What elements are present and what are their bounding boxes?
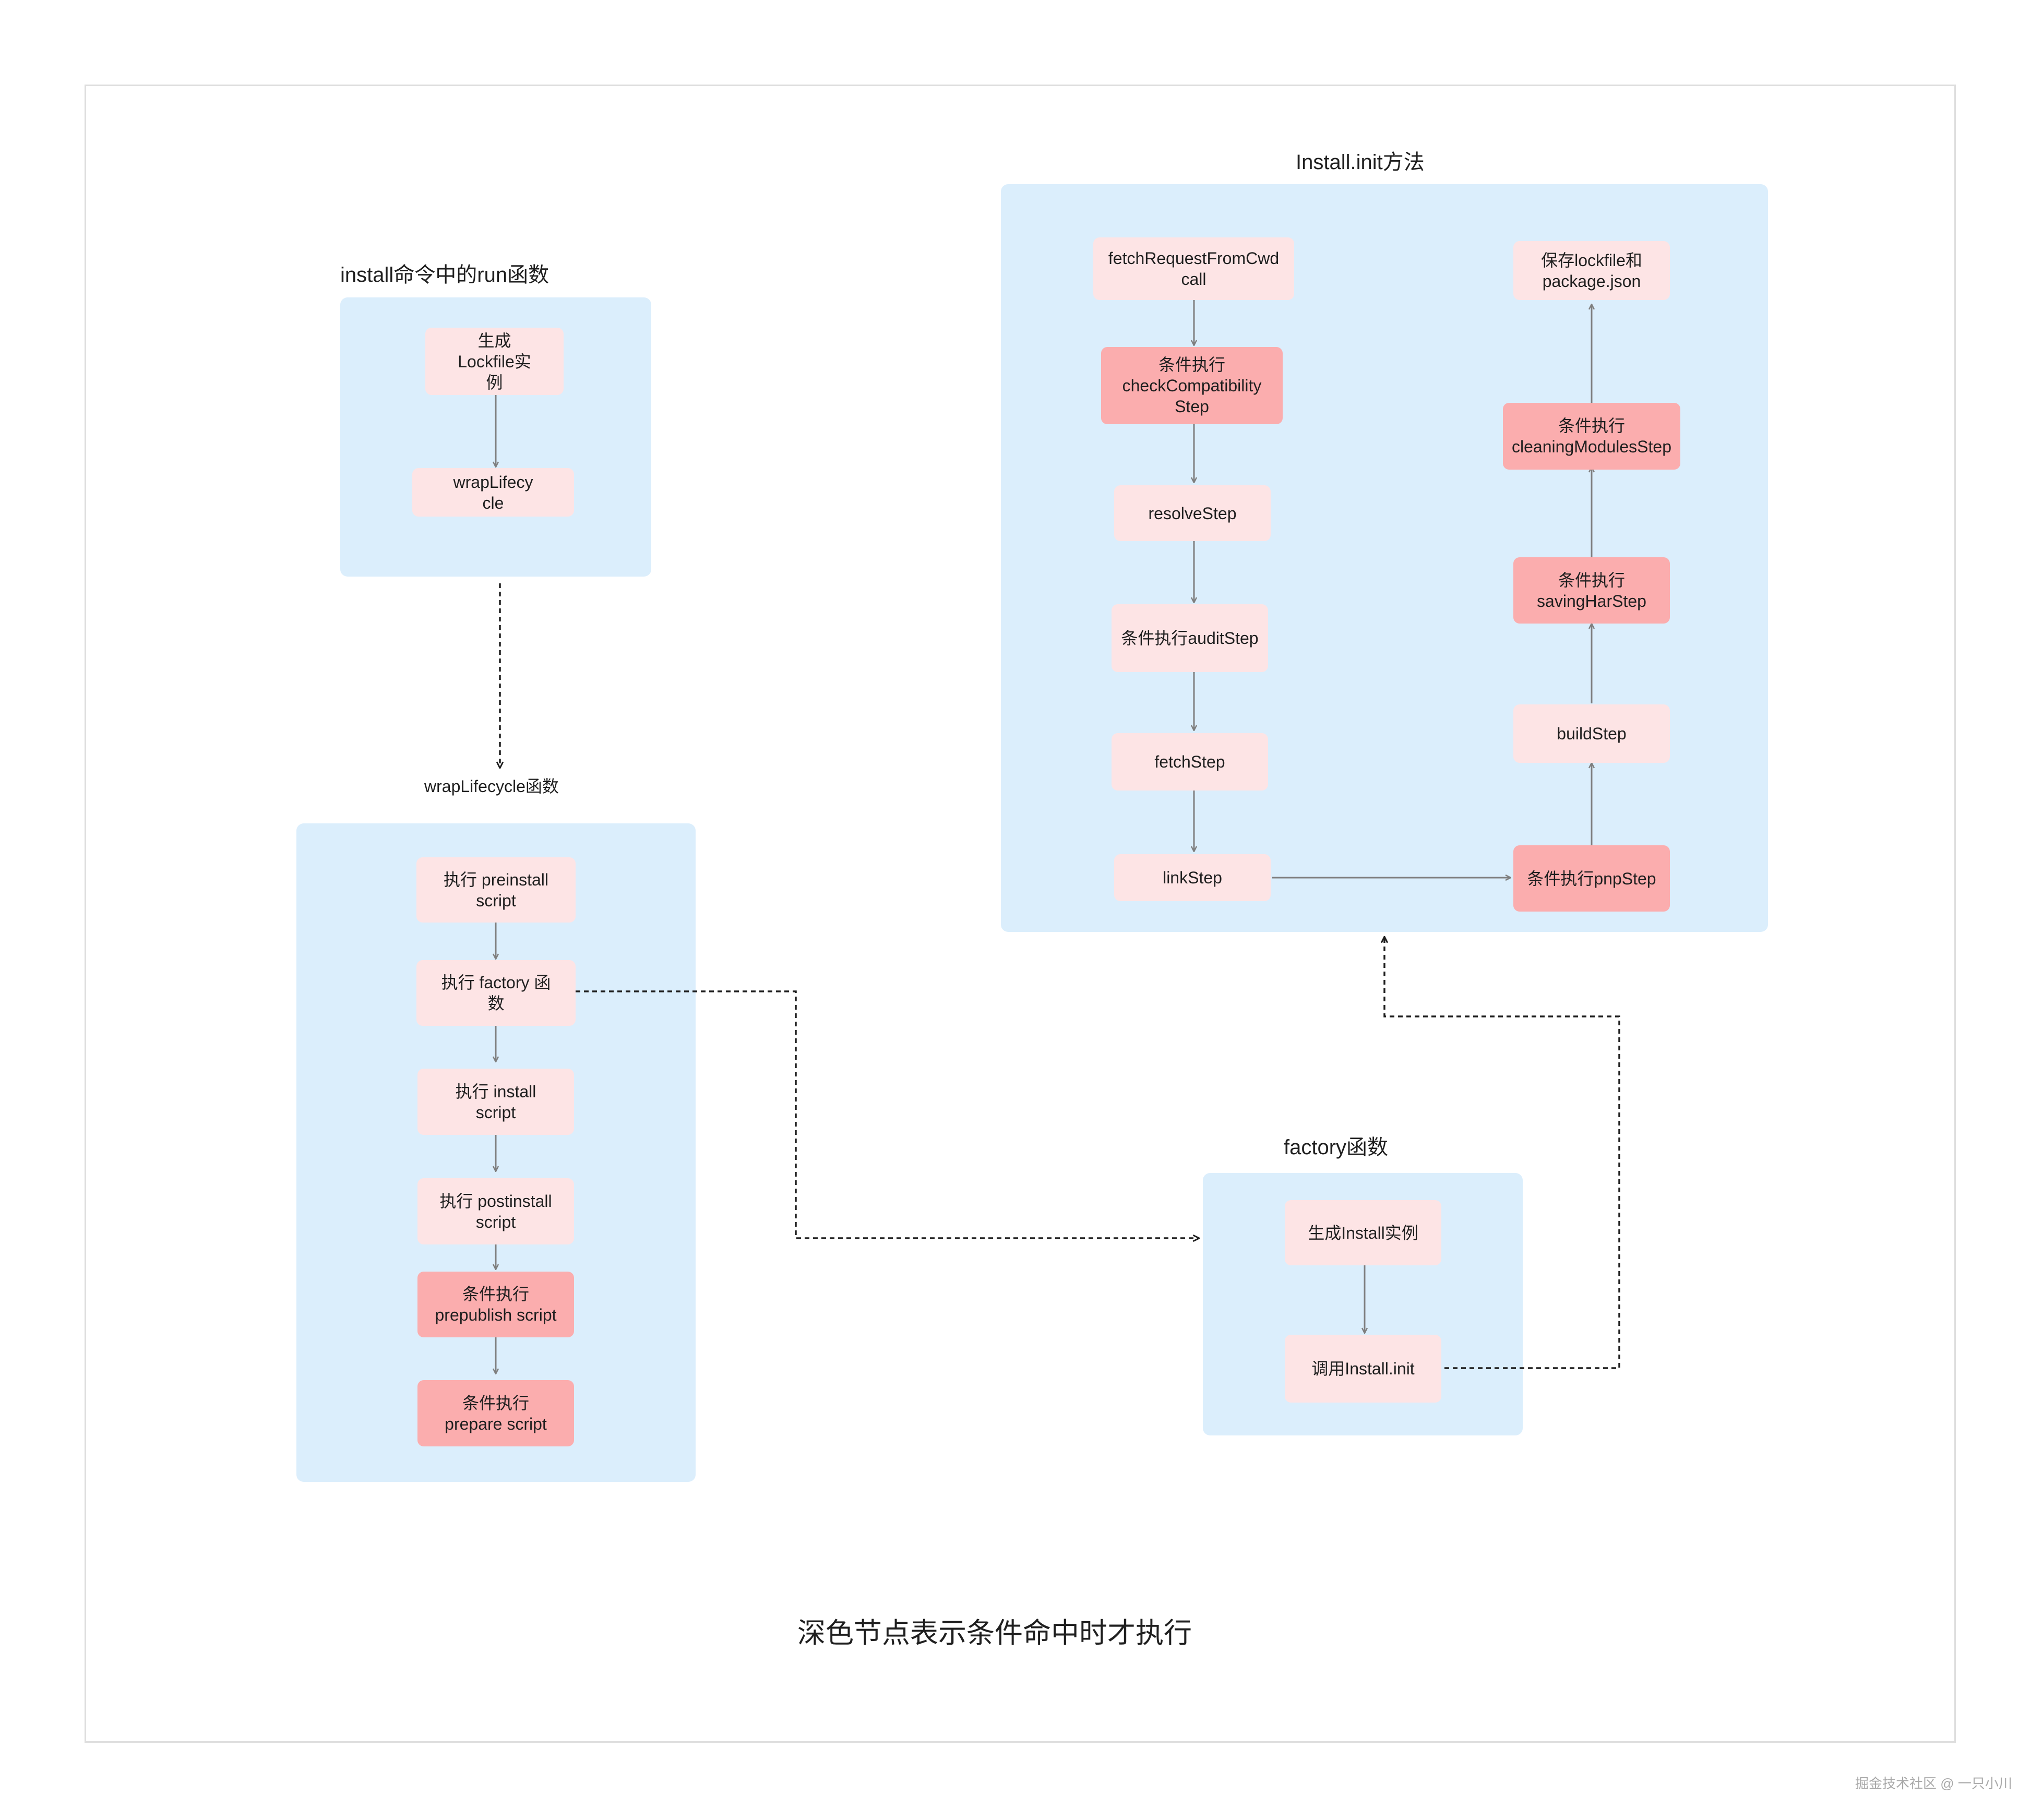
group-title-run: install命令中的run函数 <box>340 264 549 286</box>
node-pnp-step[interactable]: 条件执行pnpStep <box>1513 845 1670 912</box>
node-preinstall-script[interactable]: 执行 preinstall script <box>416 857 576 923</box>
node-postinstall-script[interactable]: 执行 postinstall script <box>417 1178 574 1244</box>
node-prepublish-script[interactable]: 条件执行 prepublish script <box>417 1272 574 1337</box>
node-factory-function[interactable]: 执行 factory 函 数 <box>416 960 576 1026</box>
node-fetch-step[interactable]: fetchStep <box>1112 733 1268 791</box>
node-fetch-request-from-cwd[interactable]: fetchRequestFromCwd call <box>1093 237 1294 300</box>
node-build-step[interactable]: buildStep <box>1513 704 1670 763</box>
node-install-script[interactable]: 执行 install script <box>417 1069 574 1135</box>
node-prepare-script[interactable]: 条件执行 prepare script <box>417 1380 574 1446</box>
edge-factory-call-to-factory-fn <box>576 990 1199 1238</box>
node-resolve-step[interactable]: resolveStep <box>1114 485 1271 541</box>
diagram-frame <box>85 85 1956 1743</box>
node-saving-har-step[interactable]: 条件执行 savingHarStep <box>1513 557 1670 624</box>
legend-note: 深色节点表示条件命中时才执行 <box>797 1618 1192 1649</box>
group-title-factory: factory函数 <box>1284 1136 1389 1159</box>
node-cleaning-modules-step[interactable]: 条件执行 cleaningModulesStep <box>1503 403 1680 470</box>
node-call-install-init[interactable]: 调用Install.init <box>1285 1335 1441 1403</box>
edge-install-init-call-to-init <box>1384 937 1620 1369</box>
group-title-wrap-lifecycle: wrapLifecycle函数 <box>424 777 559 796</box>
node-link-step[interactable]: linkStep <box>1114 854 1271 901</box>
node-check-compatibility-step[interactable]: 条件执行 checkCompatibility Step <box>1101 347 1283 424</box>
node-audit-step[interactable]: 条件执行auditStep <box>1112 604 1268 672</box>
node-create-install-instance[interactable]: 生成Install实例 <box>1285 1200 1441 1265</box>
node-wrap-lifecycle-call[interactable]: wrapLifecy cle <box>412 468 574 517</box>
node-create-lockfile[interactable]: 生成 Lockfile实 例 <box>425 328 564 395</box>
group-title-install-init: Install.init方法 <box>1296 151 1425 174</box>
node-save-lockfile[interactable]: 保存lockfile和 package.json <box>1513 241 1670 300</box>
watermark: 掘金技术社区 @ 一只小川 <box>1855 1776 2012 1791</box>
